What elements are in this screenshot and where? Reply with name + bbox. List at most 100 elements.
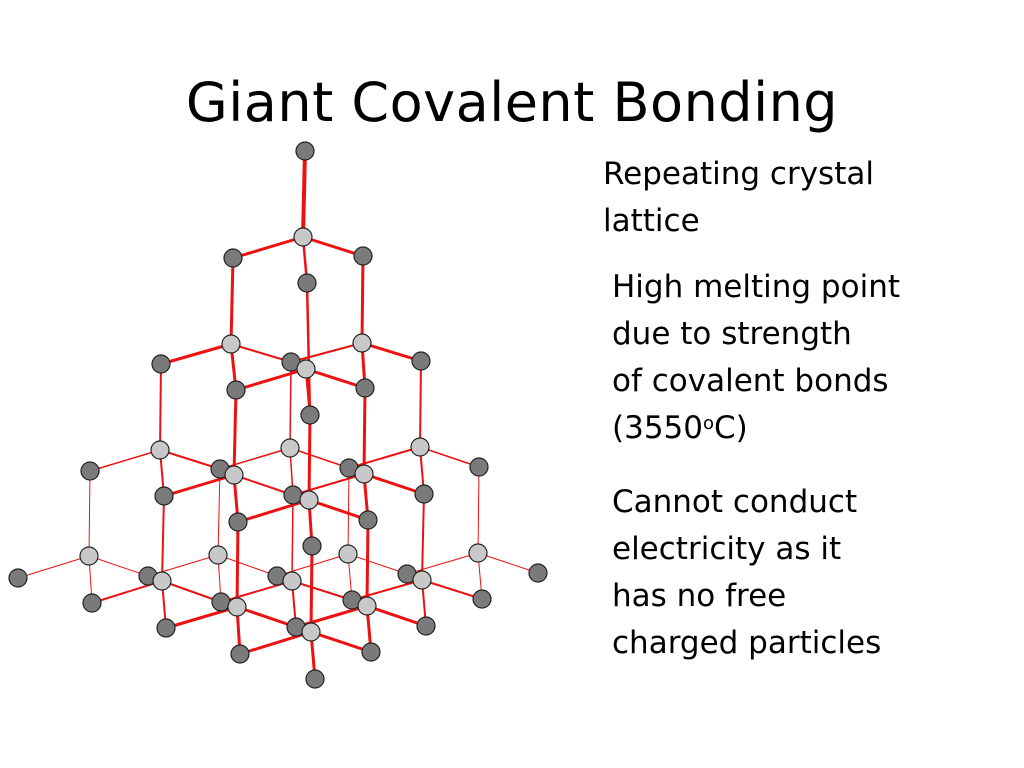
covalent-bond — [164, 605, 239, 630]
covalent-bond — [230, 343, 292, 363]
covalent-bond — [304, 367, 367, 390]
carbon-atom — [472, 589, 492, 609]
covalent-bond — [406, 552, 479, 575]
point-line: electricity as it — [612, 531, 842, 567]
carbon-atom — [355, 378, 375, 398]
carbon-atom — [416, 616, 436, 636]
covalent-bond — [161, 580, 222, 603]
covalent-bond — [347, 553, 408, 575]
covalent-bond — [307, 413, 312, 502]
carbon-atom — [280, 438, 300, 458]
point-high-melting-point: High melting point due to strength of co… — [612, 264, 1012, 452]
covalent-bond — [307, 498, 370, 522]
carbon-atom — [412, 570, 432, 590]
covalent-bond — [289, 447, 350, 469]
carbon-atom — [299, 490, 319, 510]
covalent-bond — [347, 467, 350, 555]
point-repeating-lattice: Repeating crystal lattice — [603, 151, 1003, 245]
covalent-bond — [17, 555, 90, 579]
carbon-atom — [226, 380, 246, 400]
covalent-bond — [217, 468, 221, 556]
temp-prefix: (3550 — [612, 410, 703, 446]
carbon-atom — [224, 465, 244, 485]
covalent-bond — [421, 493, 425, 581]
carbon-atom — [227, 597, 247, 617]
covalent-bond — [421, 579, 483, 600]
carbon-atom — [293, 227, 313, 247]
covalent-bond — [291, 494, 294, 582]
covalent-bond — [289, 361, 292, 449]
point-line: due to strength — [612, 316, 852, 352]
covalent-bond — [159, 363, 162, 451]
covalent-bond — [309, 630, 373, 654]
covalent-bond — [161, 495, 165, 582]
carbon-atom — [223, 248, 243, 268]
carbon-atom — [297, 273, 317, 293]
covalent-bond — [234, 367, 308, 392]
carbon-atom — [282, 571, 302, 591]
carbon-atom — [300, 405, 320, 425]
carbon-atom — [82, 593, 102, 613]
carbon-atom — [150, 440, 170, 460]
carbon-atom — [357, 596, 377, 616]
covalent-bond — [365, 604, 428, 628]
degree-symbol: o — [703, 413, 715, 434]
melting-temperature: (3550oC) — [612, 405, 1012, 452]
covalent-bond — [231, 235, 305, 260]
carbon-atoms — [8, 141, 548, 689]
covalent-bond — [162, 473, 236, 498]
carbon-atom — [152, 571, 172, 591]
carbon-atom — [414, 484, 434, 504]
covalent-bond — [305, 281, 312, 417]
covalent-bond — [290, 342, 363, 363]
point-line: charged particles — [612, 625, 882, 661]
covalent-bond — [159, 449, 221, 470]
covalent-bond — [89, 449, 161, 472]
carbon-atom — [358, 510, 378, 530]
covalent-bond — [362, 472, 426, 496]
covalent-bond — [235, 520, 240, 609]
carbon-atom — [354, 464, 374, 484]
carbon-atom — [305, 669, 325, 689]
covalent-bond — [301, 235, 365, 258]
carbon-atom — [151, 354, 171, 374]
covalent-bond — [159, 342, 233, 366]
covalent-bond — [477, 466, 480, 554]
point-cannot-conduct: Cannot conduct electricity as it has no … — [612, 479, 1012, 667]
carbon-atom — [295, 141, 315, 161]
covalent-bond — [219, 447, 291, 470]
carbon-atom — [221, 334, 241, 354]
point-line: High melting point — [612, 269, 900, 305]
carbon-atom — [283, 485, 303, 505]
carbon-atom — [156, 618, 176, 638]
carbon-atom — [352, 333, 372, 353]
covalent-bond — [351, 579, 423, 601]
covalent-bond — [365, 518, 370, 608]
covalent-bond — [419, 360, 422, 448]
covalent-bond — [88, 555, 149, 577]
carbon-atom — [211, 592, 231, 612]
carbon-atom — [361, 642, 381, 662]
covalent-bond — [217, 554, 278, 577]
covalent-bond — [291, 580, 353, 601]
carbon-atom — [469, 457, 489, 477]
carbon-atom — [528, 563, 548, 583]
point-line: of covalent bonds — [612, 363, 889, 399]
carbon-atom — [230, 644, 250, 664]
carbon-atom — [228, 512, 248, 532]
covalent-bond — [232, 388, 238, 477]
point-line: has no free — [612, 578, 787, 614]
covalent-bond — [309, 544, 314, 634]
point-line: Cannot conduct — [612, 484, 858, 520]
carbon-atom — [301, 622, 321, 642]
covalent-bond — [360, 254, 365, 345]
point-line: Repeating crystal — [603, 156, 874, 192]
carbon-atom — [79, 546, 99, 566]
carbon-atom — [154, 486, 174, 506]
covalent-bond — [88, 470, 91, 557]
carbon-atom — [208, 545, 228, 565]
covalent-bond — [229, 256, 235, 346]
covalent-bond — [360, 341, 423, 363]
slide-title: Giant Covalent Bonding — [185, 71, 839, 134]
carbon-atom — [8, 568, 28, 588]
